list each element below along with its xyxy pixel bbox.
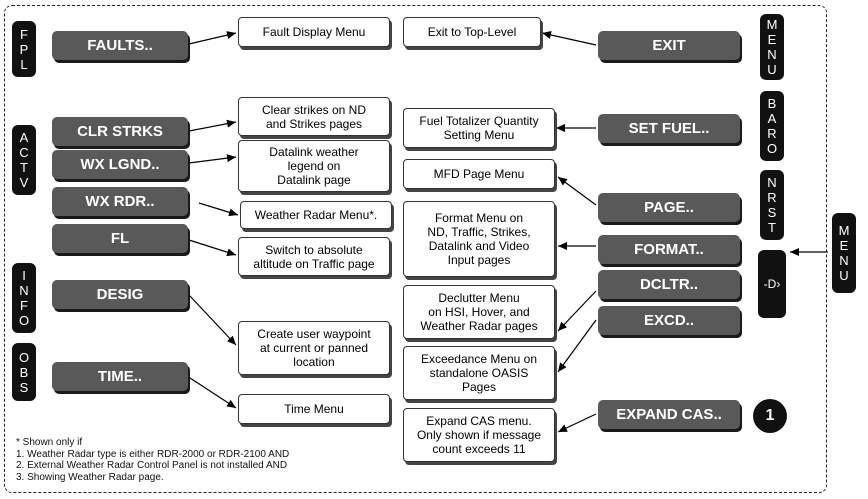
arrow-time [186, 375, 237, 409]
exit-softkey[interactable]: EXIT [598, 31, 740, 60]
fault-display-desc: Fault Display Menu [238, 17, 390, 47]
arrow-exit [541, 31, 597, 46]
format-softkey[interactable]: FORMAT.. [598, 235, 740, 264]
arrow-desig [188, 294, 237, 346]
arrow-page [557, 176, 597, 206]
clr-strks-softkey[interactable]: CLR STRKS [52, 117, 188, 146]
direct-to-hardkey[interactable]: -D› [758, 250, 786, 318]
mfd-page-desc: MFD Page Menu [403, 159, 555, 189]
time-menu-desc: Time Menu [238, 394, 390, 424]
exit-top-level-desc: Exit to Top-Level [403, 17, 541, 47]
footnote-title: * Shown only if [16, 437, 83, 448]
arrow-wx-rdr [198, 202, 239, 217]
weather-radar-desc: Weather Radar Menu*. [240, 201, 392, 229]
arrow-fl [188, 239, 237, 257]
desig-softkey[interactable]: DESIG [52, 280, 188, 309]
arrow-faults [188, 31, 237, 45]
expand-cas-softkey[interactable]: EXPAND CAS.. [598, 400, 740, 429]
time-softkey[interactable]: TIME.. [52, 362, 188, 391]
footnote-item: 3. Showing Weather Radar page. [16, 471, 164, 483]
arrow-expand-cas [557, 413, 597, 433]
dcltr-softkey[interactable]: DCLTR.. [598, 270, 740, 299]
arrow-excd [557, 319, 597, 373]
arrow-dcltr [557, 290, 597, 332]
excd-softkey[interactable]: EXCD.. [598, 306, 740, 335]
arrow-wx-lgnd [188, 154, 237, 164]
diagram-frame [4, 5, 827, 493]
footnote-item: 1. Weather Radar type is either RDR-2000… [16, 448, 290, 460]
set-fuel-softkey[interactable]: SET FUEL.. [598, 114, 740, 143]
footnote: * Shown only if 1. Weather Radar type is… [16, 437, 289, 483]
wx-rdr-softkey[interactable]: WX RDR.. [52, 187, 188, 216]
callout-number: 1 [753, 399, 787, 433]
arrow-clr-strks [188, 119, 237, 132]
faults-softkey[interactable]: FAULTS.. [52, 31, 188, 60]
wx-lgnd-softkey[interactable]: WX LGND.. [52, 150, 188, 179]
page-softkey[interactable]: PAGE.. [598, 193, 740, 222]
footnote-item: 2. External Weather Radar Control Panel … [16, 460, 288, 471]
fl-softkey[interactable]: FL [52, 224, 188, 253]
